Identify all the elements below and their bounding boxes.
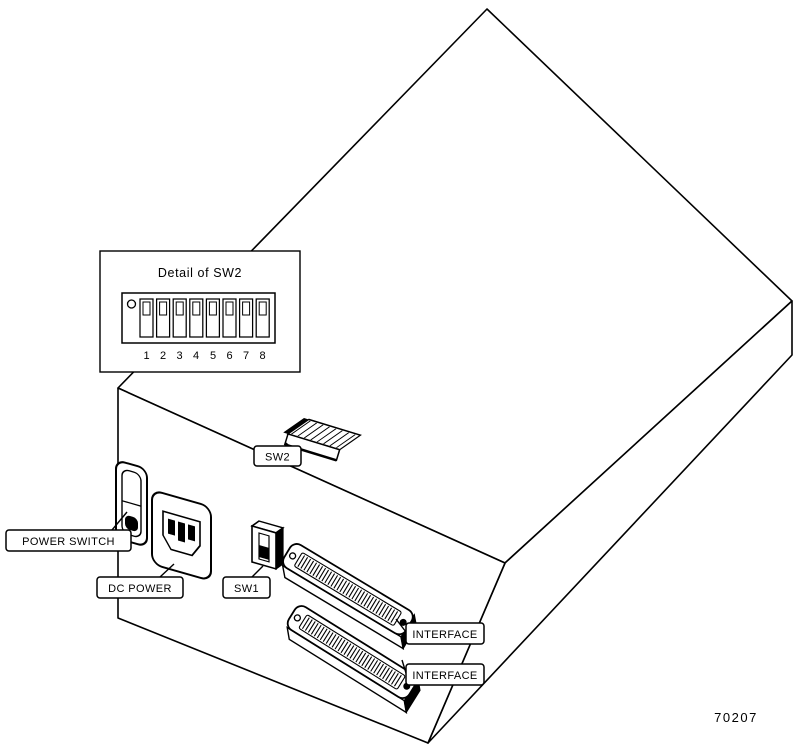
connector-contact-strip: [298, 614, 406, 690]
interface-bottom-label-box: [405, 663, 485, 686]
power-switch-label-box: [5, 529, 132, 552]
interface-bottom-callout: INTERFACE: [401, 659, 485, 686]
dip-switch-number: 7: [243, 350, 249, 362]
dc-power-label: DC POWER: [108, 583, 172, 595]
sw1-toggle-switch: [250, 520, 285, 571]
sw1-label: SW1: [234, 583, 259, 595]
dip-switch-actuator: [225, 301, 234, 316]
sw2-callout: SW2: [253, 442, 302, 467]
sw1-label-box: [222, 576, 271, 599]
dip-switch-number: 1: [143, 350, 149, 362]
power-switch-leader-line: [111, 511, 128, 531]
sw2-label: SW2: [265, 452, 290, 464]
inset-title: Detail of SW2: [158, 266, 242, 280]
dip-switch-actuator: [258, 301, 267, 316]
dip-switch-number: 3: [176, 350, 182, 362]
connector-screw-left: [293, 614, 302, 622]
power-switch-rocker-split: [122, 500, 141, 507]
interface-connector-bottom: [286, 605, 421, 714]
sw2-label-box: [253, 445, 302, 467]
dip-switch-number: 2: [160, 350, 166, 362]
sw1-side-face: [275, 526, 284, 571]
sw1-knob: [259, 545, 269, 560]
callouts: POWER SWITCH DC POWER SW1 SW2 INTERFACE …: [5, 442, 485, 686]
dc-power-inlet: [151, 491, 212, 580]
sw2-end-cap: [283, 417, 309, 434]
dip-switch-number: 4: [193, 350, 199, 362]
dip-switch-actuator: [192, 301, 201, 316]
dc-power-callout: DC POWER: [96, 563, 184, 599]
connector-contacts: [301, 617, 403, 687]
dc-power-pin-center: [178, 521, 185, 543]
dip-switch-numbers: 1 2 3 4 5 6 7 8: [143, 350, 265, 362]
power-switch-component: [115, 461, 148, 546]
dip-switch-number: 5: [210, 350, 216, 362]
interface-top-label: INTERFACE: [412, 629, 477, 641]
dip-switch-actuator: [142, 301, 151, 316]
interface-top-callout: INTERFACE: [395, 618, 485, 645]
dip-switch-actuator: [242, 301, 251, 316]
dc-power-leader-line: [159, 563, 175, 578]
connector-screw-left: [288, 552, 297, 560]
sw2-detail-inset: Detail of SW2: [99, 250, 301, 373]
dip-switch-number: 8: [259, 350, 265, 362]
interface-bottom-label: INTERFACE: [412, 670, 477, 682]
dip-switch-actuator: [208, 301, 217, 316]
dip-switch-actuators: [142, 301, 267, 316]
dip-switch-actuator: [175, 301, 184, 316]
sw1-leader-line: [251, 565, 264, 578]
power-switch-pressed-side: [125, 515, 138, 532]
dip-switch-number: 6: [226, 350, 232, 362]
interface-top-leader-line: [395, 618, 407, 633]
dc-power-label-box: [96, 576, 184, 599]
dc-power-pin-right: [188, 524, 195, 542]
power-switch-label: POWER SWITCH: [22, 536, 115, 548]
dip-switch-drawing: [121, 292, 276, 344]
sw1-callout: SW1: [222, 565, 271, 599]
dc-power-pin-left: [168, 518, 175, 536]
connector-contact-strip: [294, 552, 402, 626]
power-switch-callout: POWER SWITCH: [5, 511, 132, 552]
dip-switch-actuator: [159, 301, 168, 316]
figure-number: 70207: [714, 710, 758, 725]
interface-connector-top: [281, 543, 418, 651]
interface-top-label-box: [405, 622, 485, 645]
connector-contacts: [297, 555, 399, 624]
dip-switch-pin1-marker: [126, 299, 137, 309]
